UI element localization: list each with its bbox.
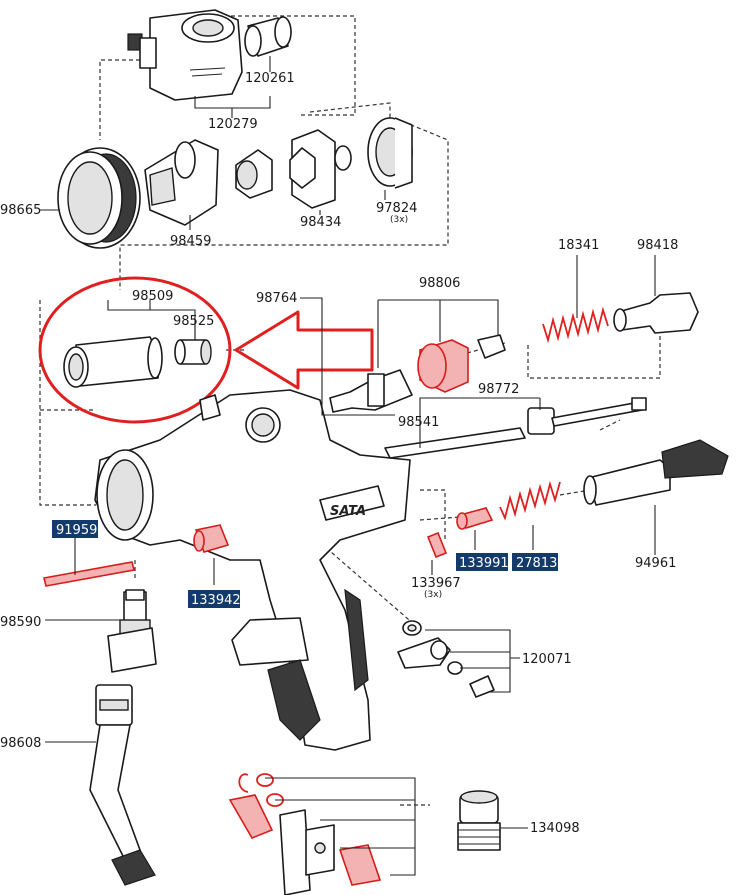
leader-lines — [40, 56, 656, 876]
svg-text:133942: 133942 — [191, 593, 241, 608]
needle-adjust-handle-part[interactable] — [583, 439, 729, 506]
label-18341: 18341 — [558, 238, 599, 253]
air-cap-insert-part[interactable] — [244, 16, 292, 57]
air-cap-part[interactable] — [127, 9, 243, 101]
highlight-circle — [38, 276, 232, 424]
label-98764: 98764 — [256, 291, 297, 306]
nozzle-sleeve-part[interactable] — [63, 336, 163, 388]
knob-screw-part[interactable] — [477, 334, 506, 359]
label-98525: 98525 — [173, 314, 214, 329]
label-98772: 98772 — [478, 382, 519, 397]
spray-gun-body: SATA — [94, 389, 411, 751]
part-labels: 120261 120279 98665 98459 98434 97824 (3… — [0, 71, 678, 836]
label-97824: 97824 — [376, 201, 417, 216]
screw-133967-part[interactable] — [426, 531, 448, 559]
spring-seat-part[interactable] — [456, 507, 494, 530]
air-valve-part-133942[interactable] — [193, 524, 230, 553]
label-134098: 134098 — [530, 821, 580, 836]
seal-ring-part[interactable] — [367, 117, 413, 189]
paint-needle-part[interactable] — [384, 397, 647, 459]
bottom-red-parts[interactable] — [228, 773, 382, 895]
gun-logo: SATA — [330, 504, 366, 519]
fitting-134098-part[interactable] — [457, 790, 501, 851]
label-133967-qty: (3x) — [424, 590, 442, 600]
spring-27813-part[interactable] — [499, 480, 561, 521]
spreader-valve-part[interactable] — [329, 369, 413, 413]
adjustment-knob-part[interactable] — [417, 339, 469, 393]
label-98541: 98541 — [398, 415, 439, 430]
needle-cap-part[interactable] — [613, 292, 699, 334]
label-98665: 98665 — [0, 203, 41, 218]
retaining-ring-part[interactable] — [57, 147, 141, 249]
paint-nozzle-part[interactable] — [144, 139, 219, 226]
label-98434: 98434 — [300, 215, 341, 230]
badge-133991: 133991 — [456, 553, 509, 571]
label-97824-qty: (3x) — [390, 215, 408, 225]
assembly-guide-lines — [39, 15, 661, 806]
badge-133942: 133942 — [188, 590, 241, 608]
nozzle-insert-part[interactable] — [235, 149, 273, 199]
label-120071: 120071 — [522, 652, 572, 667]
svg-text:91959: 91959 — [56, 523, 97, 538]
label-120261: 120261 — [245, 71, 295, 86]
label-98806: 98806 — [419, 276, 460, 291]
highlight-arrow — [234, 310, 374, 390]
badge-27813: 27813 — [512, 553, 558, 571]
label-98590: 98590 — [0, 615, 41, 630]
air-hose-part[interactable] — [89, 684, 156, 886]
spring-18341-part[interactable] — [542, 306, 609, 344]
label-98418: 98418 — [637, 238, 678, 253]
label-120279: 120279 — [208, 117, 258, 132]
air-distribution-ring-part[interactable] — [289, 129, 352, 209]
air-connector-part[interactable] — [107, 589, 157, 673]
svg-text:133991: 133991 — [459, 556, 509, 571]
adapter-part[interactable] — [174, 339, 212, 365]
trigger-pin-kit-part[interactable] — [397, 620, 495, 698]
label-98459: 98459 — [170, 234, 211, 249]
label-98608: 98608 — [0, 736, 41, 751]
svg-text:27813: 27813 — [516, 556, 557, 571]
label-133967: 133967 — [411, 576, 461, 591]
pin-91959-part[interactable] — [43, 561, 135, 587]
label-94961: 94961 — [635, 556, 676, 571]
label-98509: 98509 — [132, 289, 173, 304]
badge-91959: 91959 — [52, 520, 98, 538]
